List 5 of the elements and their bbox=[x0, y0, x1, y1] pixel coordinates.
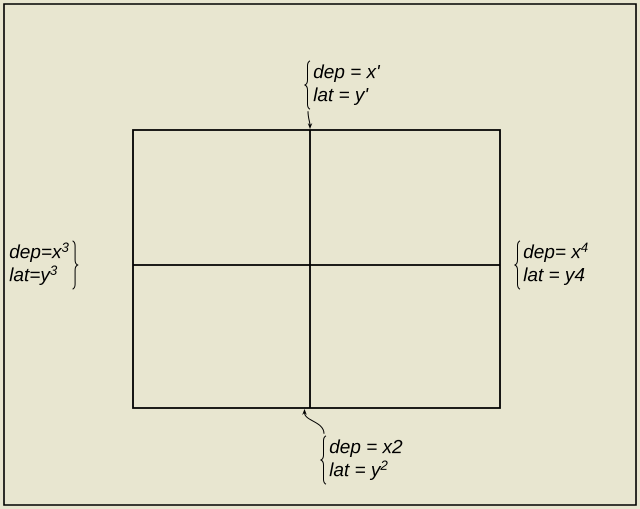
plot-rectangle bbox=[132, 129, 501, 409]
coordinate-label: dep= x$^{4}$ lat = y4 bbox=[524, 242, 588, 286]
coordinate-label: dep=x$^{3}$ lat=y$^{3}$ bbox=[10, 242, 69, 286]
coordinate-label: dep = x' lat = y' bbox=[314, 64, 380, 106]
coordinate-label: dep = x2 lat = y$^{2}$ bbox=[330, 439, 402, 480]
